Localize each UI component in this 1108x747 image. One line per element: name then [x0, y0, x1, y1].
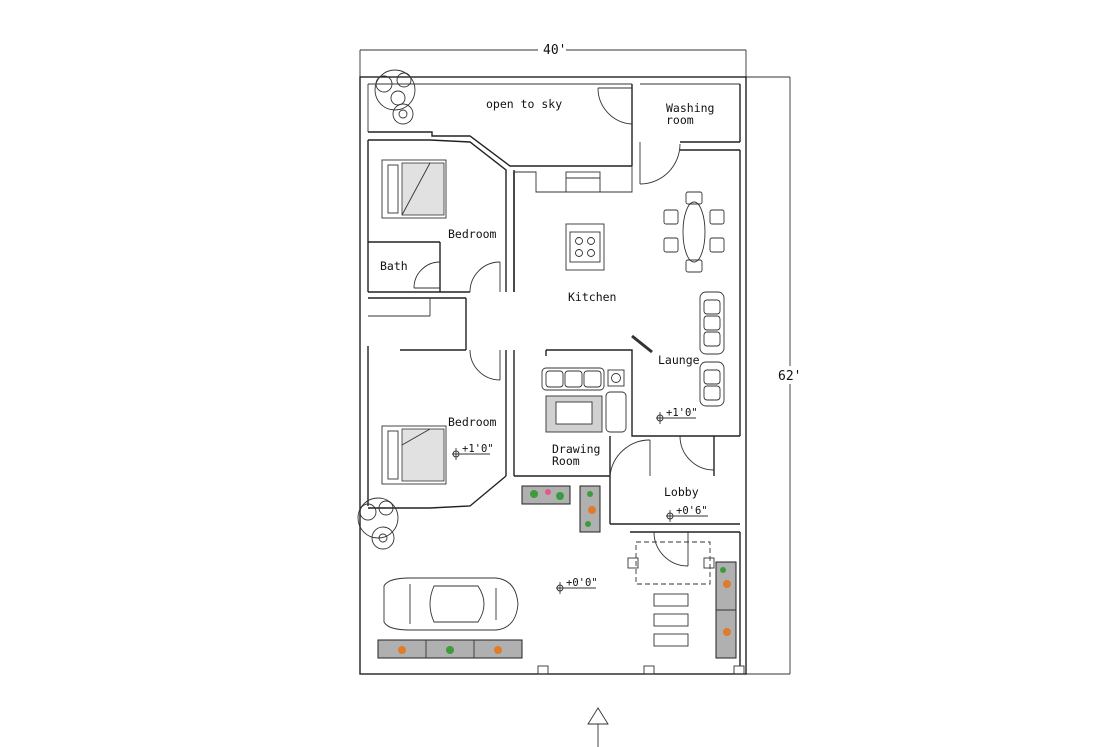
lounge-level-label: +1'0": [666, 407, 698, 419]
open-to-sky-walls: [367, 83, 741, 167]
kitchen-label: Kitchen: [568, 290, 616, 304]
bath-label: Bath: [380, 259, 408, 273]
level-marker-icon: [666, 510, 708, 522]
planter-icon: [521, 485, 571, 505]
width-dimension-label: 40': [543, 43, 566, 58]
steps: [653, 593, 689, 647]
bed-icon: [381, 425, 447, 485]
drawing-room-label: Drawing: [552, 442, 600, 456]
tree-icon: [357, 497, 399, 550]
porch-area: [627, 531, 741, 666]
bedroom-bottom-label: Bedroom: [448, 415, 497, 429]
corridor-walls: [367, 297, 467, 356]
plot-boundary: [359, 76, 747, 675]
drawing-room-door[interactable]: [609, 439, 651, 477]
lobby-level-label: +0'6": [676, 505, 708, 517]
bedroom-top-door[interactable]: [469, 261, 501, 293]
porch-level-label: +0'0": [566, 577, 598, 589]
lobby-door[interactable]: [679, 435, 715, 471]
sofa-icon: [699, 291, 725, 355]
bottom-bedroom-walls: [367, 350, 610, 509]
car-icon: [383, 577, 519, 631]
washing-room-door[interactable]: [597, 87, 681, 185]
kitchen-right-wall: [680, 149, 741, 436]
drawing-room-sofa-icon: [541, 367, 627, 433]
stove-icon: [565, 223, 605, 271]
bath-door[interactable]: [413, 261, 441, 289]
planter-icon: [579, 485, 601, 533]
lounge-label: Launge: [658, 353, 700, 367]
depth-dimension-line: [746, 76, 806, 675]
depth-dimension-label: 62': [778, 369, 801, 384]
bedroom-top-label: Bedroom: [448, 227, 497, 241]
dining-table-icon: [663, 191, 725, 273]
level-marker-icon: [556, 582, 596, 594]
lobby-label: Lobby: [664, 485, 699, 499]
bedroom-level-label: +1'0": [462, 443, 494, 455]
entry-door[interactable]: [653, 531, 689, 567]
width-dimension-line: [359, 42, 747, 78]
bedroom-bottom-door[interactable]: [469, 349, 501, 381]
planter-icon: [715, 561, 737, 659]
drawing-room-walls: [545, 349, 740, 525]
bed-icon: [381, 159, 447, 219]
sofa-icon: [699, 361, 725, 407]
tree-icon: [374, 69, 416, 125]
entry-arrow-icon: [587, 707, 609, 747]
planter-icon: [377, 639, 523, 659]
level-marker-icon: [452, 448, 490, 460]
kitchen-counter: [513, 166, 633, 292]
gate-posts: [537, 665, 745, 675]
washing-room-label-2: room: [666, 113, 694, 127]
level-marker-icon: [656, 412, 696, 424]
lounge-divider: [631, 334, 653, 354]
open-to-sky-label: open to sky: [486, 97, 562, 111]
drawing-room-label-2: Room: [552, 454, 580, 468]
washing-room-label: Washing: [666, 101, 714, 115]
